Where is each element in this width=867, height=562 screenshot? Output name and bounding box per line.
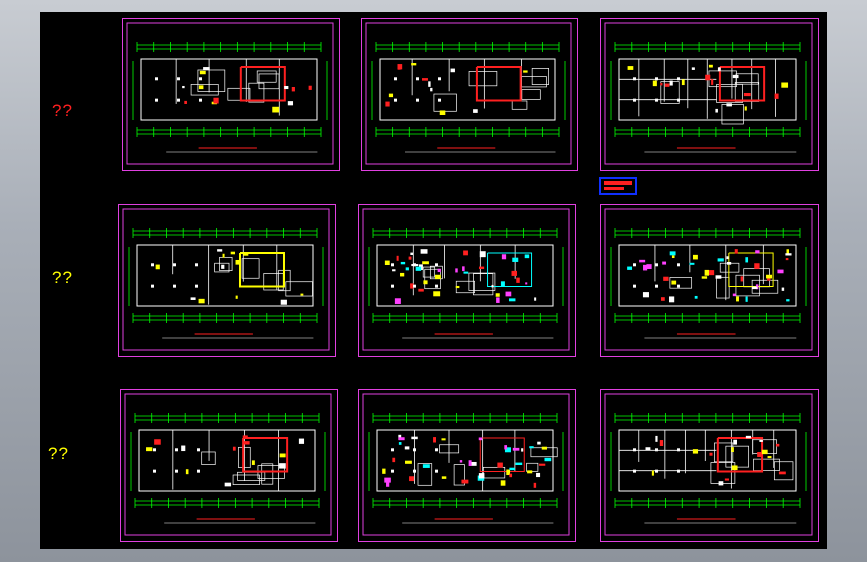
floor-plan bbox=[362, 393, 570, 536]
floor-plan bbox=[365, 22, 572, 165]
floor-plan bbox=[362, 208, 570, 351]
legend-line-2 bbox=[604, 187, 624, 190]
floor-plan bbox=[124, 393, 332, 536]
sheet-r2c3[interactable] bbox=[600, 204, 819, 357]
sheet-r3c1[interactable] bbox=[120, 389, 338, 542]
sheet-r2c2[interactable] bbox=[358, 204, 576, 357]
floor-plan bbox=[604, 22, 813, 165]
sheet-r2c1[interactable] bbox=[118, 204, 336, 357]
floor-plan bbox=[604, 393, 813, 536]
row-label-2: ?? bbox=[52, 268, 73, 287]
row-label-1: ?? bbox=[52, 101, 73, 120]
row-label-3: ?? bbox=[48, 444, 69, 463]
legend-block bbox=[599, 177, 637, 195]
sheet-r1c3[interactable] bbox=[600, 18, 819, 171]
sheet-r3c3[interactable] bbox=[600, 389, 819, 542]
floor-plan bbox=[604, 208, 813, 351]
sheet-r3c2[interactable] bbox=[358, 389, 576, 542]
floor-plan bbox=[122, 208, 330, 351]
sheet-r1c1[interactable] bbox=[122, 18, 340, 171]
floor-plan bbox=[126, 22, 334, 165]
legend-line-1 bbox=[604, 181, 632, 185]
drawing-canvas[interactable]: ?? ?? ?? bbox=[40, 12, 827, 549]
sheet-r1c2[interactable] bbox=[361, 18, 578, 171]
